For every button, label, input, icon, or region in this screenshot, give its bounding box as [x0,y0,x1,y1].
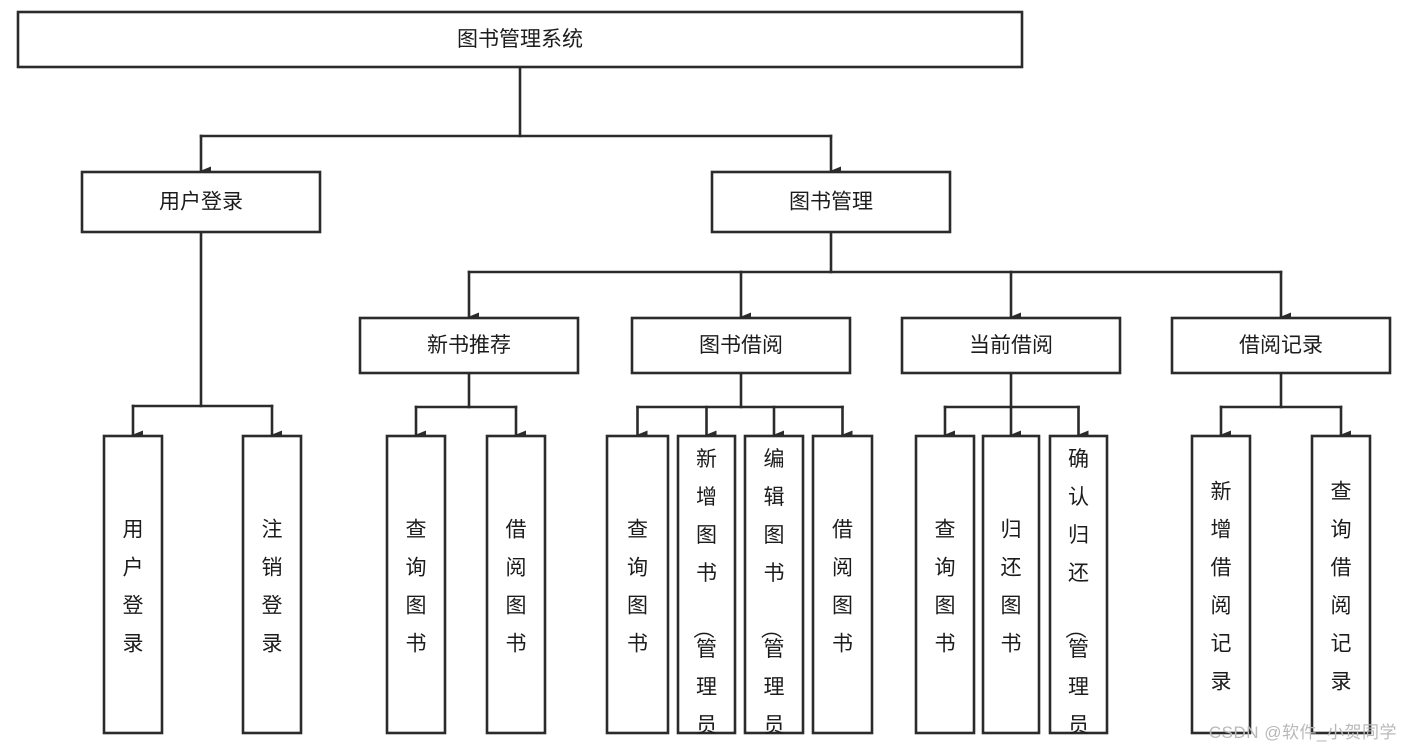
node-label-leaf-query-book-1: 查询图书 [406,519,427,656]
node-label-borrow-record: 借阅记录 [1239,334,1323,357]
node-leaf-add-book[interactable] [676,434,737,735]
node-current-borrow[interactable] [900,316,1122,375]
node-labels: 图书管理系统用户登录图书管理新书推荐图书借阅当前借阅借阅记录用户登录注销登录查询… [123,28,1352,747]
node-leaf-edit-book[interactable] [743,434,805,735]
node-label-book-management: 图书管理 [789,191,873,214]
node-new-book-recommend[interactable] [358,316,580,375]
node-label-user-login: 用户登录 [159,191,243,214]
node-boxes [16,10,1392,735]
node-leaf-return-book[interactable] [981,434,1041,735]
connector-lines [131,65,1351,440]
node-label-leaf-borrow-book-2: 借阅图书 [832,519,853,656]
node-leaf-query-record[interactable] [1310,434,1372,735]
node-root[interactable] [16,10,1024,69]
node-label-leaf-query-book-3: 查询图书 [935,519,956,656]
node-leaf-query-book-2[interactable] [605,434,670,735]
node-label-book-borrow: 图书借阅 [699,334,783,357]
node-leaf-query-book-1[interactable] [385,434,447,735]
node-book-management[interactable] [710,170,952,234]
node-label-current-borrow: 当前借阅 [969,334,1053,357]
node-label-leaf-query-book-2: 查询图书 [627,519,648,656]
node-leaf-borrow-book-1[interactable] [485,434,547,735]
node-label-leaf-add-record: 新增借阅记录 [1211,481,1232,694]
node-leaf-borrow-book-2[interactable] [811,434,874,735]
node-label-new-book-recommend: 新书推荐 [427,334,511,357]
node-leaf-user-login[interactable] [102,434,164,735]
node-user-login[interactable] [80,170,322,234]
watermark-text: CSDN @软件_小贺同学 [1208,723,1397,742]
node-label-leaf-confirm-return: 确认归还（管理员） [1063,448,1089,747]
node-label-leaf-logout: 注销登录 [262,519,283,656]
node-book-borrow[interactable] [630,316,852,375]
node-label-leaf-edit-book: 编辑图书（管理员） [759,448,785,747]
node-borrow-record[interactable] [1170,316,1392,375]
node-label-root: 图书管理系统 [457,28,583,51]
node-label-leaf-query-record: 查询借阅记录 [1331,481,1352,694]
node-label-leaf-add-book: 新增图书（管理员） [691,448,717,747]
node-leaf-add-record[interactable] [1190,434,1252,735]
node-leaf-logout[interactable] [241,434,303,735]
node-label-leaf-user-login: 用户登录 [123,519,144,656]
node-label-leaf-return-book: 归还图书 [1001,519,1022,656]
node-label-leaf-borrow-book-1: 借阅图书 [506,519,527,656]
node-leaf-query-book-3[interactable] [914,434,976,735]
node-leaf-confirm-return[interactable] [1048,434,1109,735]
